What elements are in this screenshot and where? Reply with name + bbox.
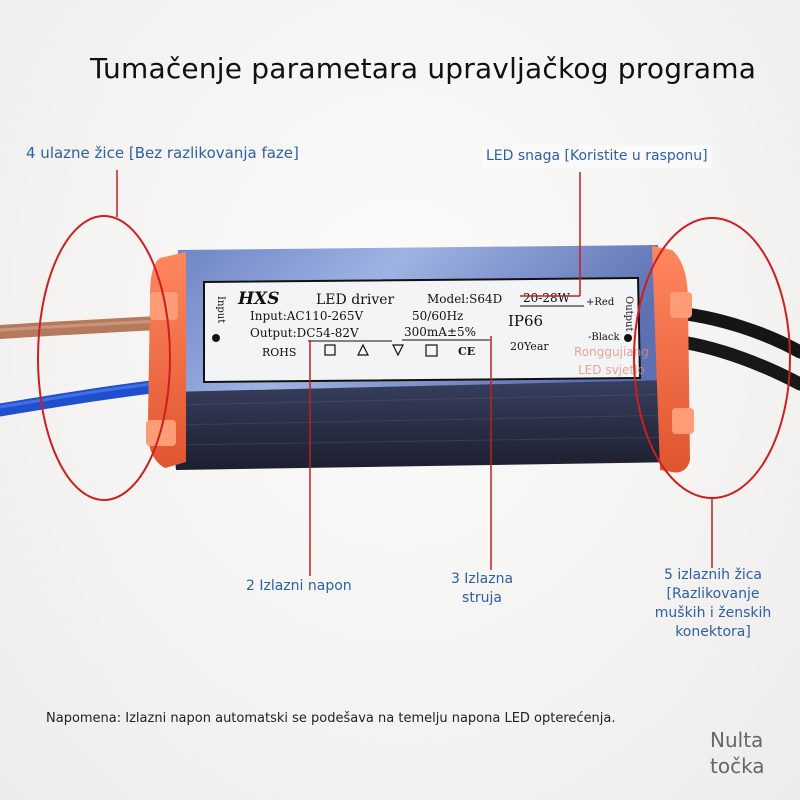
certification-icons [324,343,438,357]
label-black: -Black [588,332,620,343]
label-red: +Red [586,297,615,308]
input-wires-annotation: 4 ulazne žice [Bez razlikovanja faze] [26,144,299,162]
corner-line2: točka [710,754,765,778]
triangle-icon [392,344,404,357]
output-wires-line1: 5 izlaznih žica [663,567,762,583]
output-wires-line2: [Razlikovanje [666,586,760,602]
label-frequency: 50/60Hz [412,309,463,323]
label-side-output: Output [623,296,634,332]
label-life: 20Year [510,340,549,353]
bin-icon [324,344,336,356]
footnote: Napomena: Izlazni napon automatski se po… [46,711,616,726]
watermark-line2: LED svjetlo [578,363,645,377]
house-icon [357,343,369,356]
corner-label: Nulta točka [710,727,765,779]
label-side-input: Input [215,296,226,323]
label-input: Input:AC110-265V [250,309,363,323]
output-voltage-annotation: 2 Izlazni napon [246,578,352,594]
output-wires-line4: konektora] [675,624,751,640]
label-ip: IP66 [508,312,543,330]
label-rohs: ROHS [262,346,296,359]
label-model: Model:S64D [427,292,502,306]
square-icon [425,344,438,357]
label-current: 300mA±5% [404,325,476,339]
label-product: LED driver [316,292,395,308]
output-wires-annotation: 5 izlaznih žica [Razlikovanje muških i ž… [650,566,776,642]
output-current-line1: 3 Izlazna [450,571,514,587]
driver-label: HXS LED driver Model:S64D 20-28W Input:A… [203,276,649,384]
corner-line1: Nulta [710,728,764,752]
output-current-annotation: 3 Izlazna struja [450,570,514,608]
led-power-annotation: LED snaga [Koristite u rasponu] [482,145,712,168]
ce-mark: CE [458,345,475,358]
page-title: Tumačenje parametara upravljačkog progra… [90,52,757,85]
input-wires-callout-circle [37,215,171,501]
label-output: Output:DC54-82V [250,326,359,340]
label-brand: HXS [237,289,280,309]
label-power: 20-28W [523,291,571,305]
watermark-line1: Ronggujiang [574,345,649,359]
output-wires-line3: muških i ženskih [654,605,772,621]
output-current-line2: struja [462,590,502,606]
